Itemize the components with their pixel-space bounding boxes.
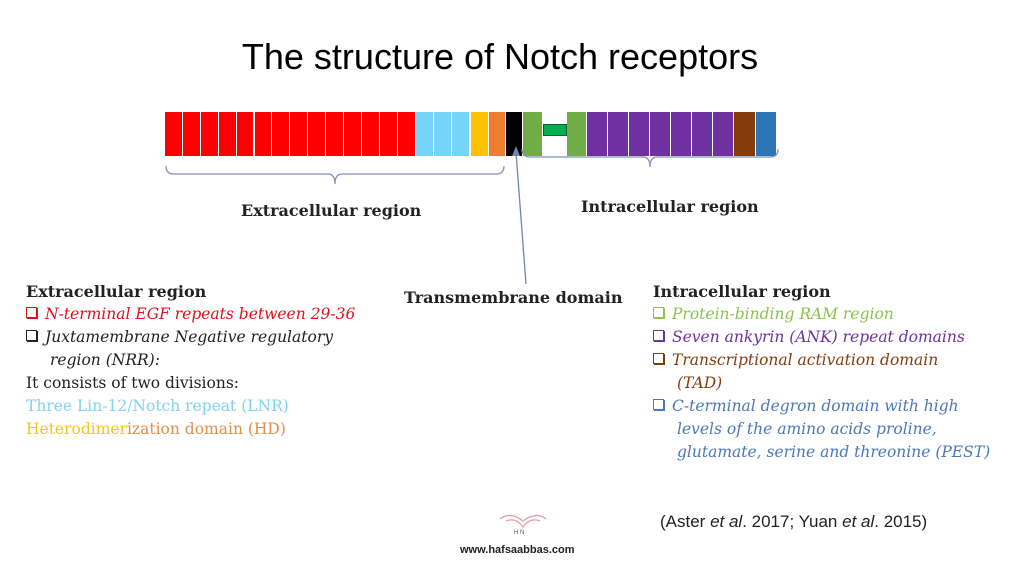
extracellular-heading: Extracellular region: [26, 282, 207, 301]
checkbox-icon: [26, 307, 37, 318]
heart-hands-logo-icon: [499, 514, 547, 529]
logo-initials: H N: [514, 530, 525, 536]
segment-ank: [713, 112, 735, 156]
item-text-cont: levels of the amino acids proline,: [677, 420, 937, 438]
intracellular-label: Intracellular region: [581, 197, 759, 216]
extracellular-brace: [165, 165, 505, 185]
segment-linker: [542, 124, 567, 136]
citation-text: et al: [710, 512, 743, 531]
checkbox-icon: [653, 353, 664, 364]
segment-egf: [326, 112, 344, 156]
lnr-text: Three Lin-12/Notch repeat (LNR): [26, 397, 289, 415]
segment-egf: [308, 112, 327, 156]
item-text: Protein-binding RAM region: [672, 305, 894, 323]
segment-egf: [379, 112, 398, 156]
segment-ank: [649, 112, 671, 156]
list-item: Protein-binding RAM region: [653, 303, 1023, 326]
segment-ram: [522, 112, 543, 156]
citation-text: . 2017; Yuan: [742, 512, 843, 531]
checkbox-icon: [26, 330, 37, 341]
item-text: C-terminal degron domain with high: [672, 397, 959, 415]
intracellular-heading: Intracellular region: [653, 282, 831, 301]
citation-text: (Aster: [660, 512, 711, 531]
segment-pest: [756, 112, 778, 156]
segment-ank: [607, 112, 629, 156]
transmembrane-arrow: [515, 151, 527, 285]
transmembrane-label: Transmembrane domain: [404, 288, 623, 307]
segment-ank: [586, 112, 608, 156]
intracellular-notes: Intracellular region Protein-binding RAM…: [653, 280, 1023, 464]
list-item: Transcriptional activation domain: [653, 349, 1023, 372]
item-text: Transcriptional activation domain: [672, 351, 939, 369]
segment-hd-n: [470, 112, 489, 156]
list-item: C-terminal degron domain with high: [653, 395, 1023, 418]
segment-ank: [692, 112, 714, 156]
segment-egf: [344, 112, 362, 156]
segment-egf: [200, 112, 219, 156]
citation-text: et al: [842, 512, 875, 531]
website-link[interactable]: www.hafsaabbas.com: [460, 544, 575, 556]
notch-receptor-diagram: [0, 0, 1024, 200]
segment-ank: [670, 112, 692, 156]
hd-text-b: ization domain (HD): [127, 420, 286, 438]
hd-text: Heterodimerization domain (HD): [26, 418, 406, 441]
segment-egf: [272, 112, 291, 156]
segment-tad: [734, 112, 757, 156]
segment-egf: [165, 112, 183, 156]
extracellular-label: Extracellular region: [241, 201, 422, 220]
sub-text: It consists of two divisions:: [26, 374, 239, 392]
segment-egf: [182, 112, 201, 156]
segment-egf: [361, 112, 380, 156]
item-text: Seven ankyrin (ANK) repeat domains: [672, 328, 965, 346]
segment-ank: [628, 112, 650, 156]
segment-egf: [254, 112, 273, 156]
segment-egf: [290, 112, 309, 156]
segment-egf: [236, 112, 255, 156]
slide-title: The structure of Notch receptors: [241, 36, 759, 77]
intracellular-brace: [521, 148, 779, 168]
item-text: N-terminal EGF repeats between 29-36: [45, 305, 356, 323]
brackets-and-arrow: [165, 146, 779, 285]
checkbox-icon: [653, 330, 664, 341]
arrow-head: [512, 146, 520, 156]
extracellular-notes: Extracellular region N-terminal EGF repe…: [26, 280, 406, 441]
checkbox-icon: [653, 307, 664, 318]
segment-ram: [566, 112, 587, 156]
item-text-cont: region (NRR):: [50, 351, 160, 369]
list-item: Seven ankyrin (ANK) repeat domains: [653, 326, 1023, 349]
segment-lnr: [415, 112, 434, 156]
checkbox-icon: [653, 399, 664, 410]
citation: (Aster et al. 2017; Yuan et al. 2015): [660, 512, 927, 532]
list-item: N-terminal EGF repeats between 29-36: [26, 303, 406, 326]
segment-hd-c: [488, 112, 506, 156]
item-text-cont: glutamate, serine and threonine (PEST): [677, 443, 991, 461]
hd-text-a: Heterodimer: [26, 420, 127, 438]
list-item: Juxtamembrane Negative regulatory: [26, 326, 406, 349]
segment-egf: [218, 112, 237, 156]
segment-tm: [505, 112, 523, 156]
segment-lnr: [433, 112, 453, 156]
segment-egf: [397, 112, 416, 156]
segment-lnr: [452, 112, 471, 156]
citation-text: . 2015): [874, 512, 928, 531]
item-text: Juxtamembrane Negative regulatory: [45, 328, 333, 346]
item-text-cont: (TAD): [677, 374, 723, 392]
